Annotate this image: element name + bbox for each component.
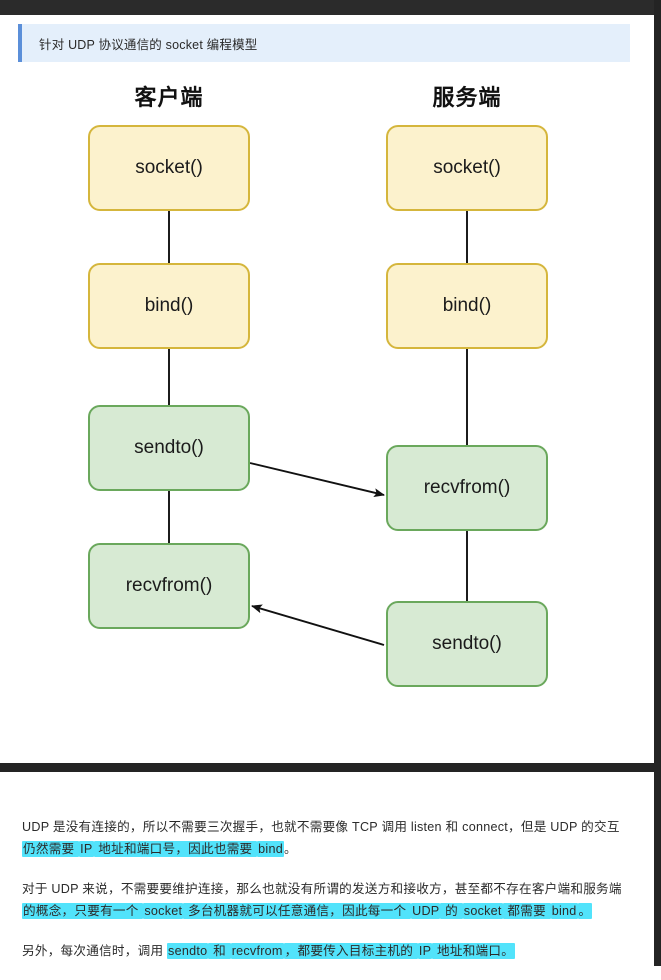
highlighted-run: 。 — [577, 903, 593, 919]
highlighted-run: UDP — [411, 903, 441, 919]
node-client-bind[interactable]: bind() — [88, 263, 250, 349]
connector-c1-c2 — [168, 211, 170, 265]
highlighted-run: 和 — [208, 943, 231, 959]
node-client-recvfrom[interactable]: recvfrom() — [88, 543, 250, 629]
column-title-client: 客户端 — [134, 85, 204, 110]
node-label: recvfrom() — [125, 575, 213, 596]
text-run: 另外，每次通信时，调用 — [22, 944, 168, 958]
highlighted-run: IP — [79, 841, 94, 857]
node-client-sendto[interactable]: sendto() — [88, 405, 250, 491]
connector-s2-s3 — [466, 347, 468, 447]
node-label: bind() — [144, 295, 194, 316]
connector-c3-c4 — [168, 489, 170, 545]
highlighted-run: bind — [257, 841, 284, 857]
highlighted-run: sendto — [167, 943, 209, 959]
highlighted-run: 地址和端口。 — [432, 943, 516, 959]
paragraph-3: 另外，每次通信时，调用 sendto 和 recvfrom，都要传入目标主机的 … — [22, 940, 630, 962]
paragraph-1: UDP 是没有连接的，所以不需要三次握手，也就不需要像 TCP 调用 liste… — [22, 816, 630, 860]
node-server-socket[interactable]: socket() — [386, 125, 548, 211]
node-label: bind() — [442, 295, 492, 316]
node-server-sendto[interactable]: sendto() — [386, 601, 548, 687]
node-label: socket() — [135, 157, 203, 178]
node-label: sendto() — [134, 437, 204, 458]
node-client-socket[interactable]: socket() — [88, 125, 250, 211]
highlighted-run: socket — [143, 903, 184, 919]
highlighted-run: recvfrom — [230, 943, 284, 959]
highlighted-run: ，都要传入目标主机的 — [283, 943, 418, 959]
node-label: socket() — [433, 157, 501, 178]
text-run: 对于 UDP 来说，不需要要维护连接，那么也就没有所谓的发送方和接收方，甚至都不… — [22, 882, 622, 896]
highlighted-run: 的 — [440, 903, 463, 919]
arrow-server-sendto-to-client-recvfrom — [251, 604, 385, 646]
connector-s3-s4 — [466, 529, 468, 625]
socket-flow-diagram: 客户端 服务端 socket() bind() sendto() recvfro… — [0, 70, 654, 760]
node-server-bind[interactable]: bind() — [386, 263, 548, 349]
callout-text: 针对 UDP 协议通信的 socket 编程模型 — [39, 37, 258, 52]
highlighted-run: 地址和端口号，因此也需要 — [93, 841, 258, 857]
highlighted-run: socket — [462, 903, 503, 919]
highlighted-run: 都需要 — [502, 903, 551, 919]
right-chrome-bar — [654, 0, 661, 966]
node-label: sendto() — [432, 633, 502, 654]
callout-banner: 针对 UDP 协议通信的 socket 编程模型 — [18, 24, 630, 62]
paragraph-2: 对于 UDP 来说，不需要要维护连接，那么也就没有所谓的发送方和接收方，甚至都不… — [22, 878, 630, 922]
top-chrome-bar — [0, 0, 661, 15]
highlighted-run: 多台机器就可以任意通信，因此每一个 — [183, 903, 412, 919]
highlighted-run: 仍然需要 — [22, 841, 80, 857]
text-run: 。 — [283, 842, 297, 856]
node-label: recvfrom() — [423, 477, 511, 498]
node-server-recvfrom[interactable]: recvfrom() — [386, 445, 548, 531]
connector-c2-c3 — [168, 347, 170, 407]
explanation-text: UDP 是没有连接的，所以不需要三次握手，也就不需要像 TCP 调用 liste… — [22, 816, 630, 980]
arrow-client-sendto-to-server-recvfrom — [249, 462, 385, 498]
column-title-server: 服务端 — [432, 85, 502, 110]
highlighted-run: IP — [417, 943, 433, 959]
text-run: UDP 是没有连接的，所以不需要三次握手，也就不需要像 TCP 调用 liste… — [22, 820, 620, 834]
highlighted-run: bind — [550, 903, 578, 919]
connector-s1-s2 — [466, 211, 468, 265]
section-divider — [0, 763, 654, 772]
highlighted-run: 的概念，只要有一个 — [22, 903, 144, 919]
